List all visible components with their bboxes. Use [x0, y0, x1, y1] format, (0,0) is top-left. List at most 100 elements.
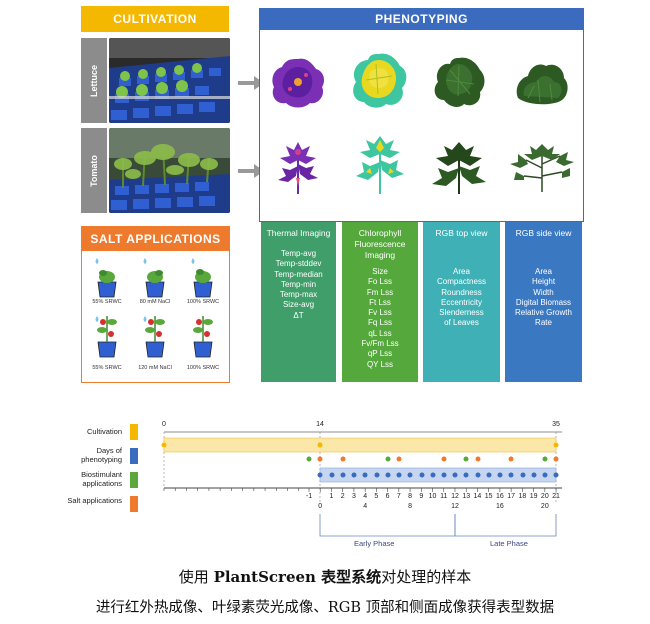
metric-item: Rate [535, 318, 552, 328]
metric-item: Fm Lss [366, 287, 394, 297]
metric-item: Size [372, 267, 388, 276]
tomato-cultivation-photo [109, 128, 230, 213]
bottom-tick-bold: 0 [318, 503, 323, 510]
salt-dots [317, 456, 559, 462]
bottom-tick: 18 [518, 493, 527, 500]
bottom-tick: 11 [440, 493, 448, 500]
top-tick-35: 35 [552, 421, 560, 428]
bottom-tick: 16 [496, 493, 504, 500]
salt-header: SALT APPLICATIONS [81, 226, 230, 251]
tomato-thermal-image [278, 142, 318, 194]
metric-item: Temp-median [274, 269, 323, 279]
metric-item: of Leaves [444, 318, 479, 328]
column-rgb-top-view: RGB top view Area Compactness Roundness … [423, 222, 500, 382]
column-rgb-side-view: RGB side view Area Height Width Digital … [505, 222, 582, 382]
metric-item: Temp-avg [280, 249, 317, 258]
top-tick-14: 14 [316, 421, 324, 428]
phenotyping-dots [317, 472, 559, 478]
top-tick-0: 0 [162, 421, 166, 428]
metric-item: Digital Biomass [515, 297, 572, 307]
metric-item: Height [531, 277, 556, 287]
metric-item: Area [535, 267, 552, 276]
bottom-tick-bold: 16 [496, 503, 504, 510]
phenotyping-header: PHENOTYPING [259, 8, 584, 30]
bottom-tick: 2 [340, 493, 345, 500]
metric-item: Fv/Fm Lss [361, 339, 399, 349]
salt-label-5: 120 mM NaCl [138, 365, 172, 371]
timeline-chart [161, 431, 562, 537]
bottom-tick: 19 [529, 493, 538, 500]
bottom-tick-bold: 8 [408, 503, 413, 510]
metric-item: Fo Lss [367, 277, 392, 287]
lettuce-rgb-side-image [516, 64, 568, 105]
metric-item: Temp-stddev [275, 259, 322, 269]
bottom-tick-bold: 20 [540, 503, 549, 510]
bottom-tick: 21 [552, 493, 560, 500]
tomato-chlorophyll-image [356, 136, 404, 194]
salt-label-1: 55% SRWC [92, 299, 122, 305]
salt-title: SALT APPLICATIONS [90, 231, 221, 246]
bottom-tick: 17 [507, 493, 516, 500]
bottom-tick: 13 [462, 493, 471, 500]
bottom-tick: 1 [329, 493, 334, 500]
metric-item: QY Lss [366, 359, 394, 369]
phase-late: Late Phase [490, 539, 528, 548]
metric-item: Ft Lss [369, 297, 391, 307]
metric-item: Roundness [441, 287, 482, 297]
tomato-rgb-top-image [432, 142, 486, 194]
cultivation-header: CULTIVATION [81, 6, 229, 32]
column-title-thermal: Thermal Imaging [266, 228, 331, 238]
salt-label-2: 80 mM NaCl [139, 299, 171, 305]
bottom-tick: 9 [419, 493, 424, 500]
row-label-lettuce: Lettuce [81, 38, 107, 123]
timeline-label-salt: Salt applications [67, 496, 122, 505]
bottom-tick: 8 [408, 493, 413, 500]
caption-line-1: 使用 PlantScreen 表型系统对处理的样本 [178, 568, 472, 586]
metric-item: Eccentricity [441, 297, 482, 307]
lettuce-cultivation-photo [109, 38, 230, 123]
biostimulant-dots [306, 456, 548, 462]
timeline-legend-swatches [130, 424, 138, 512]
bottom-tick: 3 [351, 493, 356, 500]
metric-item: Width [533, 287, 554, 297]
caption-line-2: 进行红外热成像、叶绿素荧光成像、RGB 顶部和侧面成像获得表型数据 [95, 600, 555, 616]
bottom-tick: 5 [374, 493, 379, 500]
row-label-tomato: Tomato [81, 128, 107, 213]
column-chlorophyll-imaging: Chlorophyll Fluorescence Imaging Size Fo… [342, 222, 418, 382]
metric-item: qP Lss [367, 349, 393, 359]
metric-item: Slenderness [439, 308, 484, 318]
bottom-tick: 4 [363, 493, 368, 500]
metric-item: qL Lss [368, 328, 392, 338]
bottom-tick-bold: 12 [451, 503, 459, 510]
phenotyping-title: PHENOTYPING [375, 12, 468, 26]
column-title-rgb-side: RGB side view [515, 228, 572, 238]
salt-label-4: 55% SRWC [92, 365, 122, 371]
lettuce-chlorophyll-image [353, 53, 407, 108]
column-title-rgb-top: RGB top view [435, 228, 488, 238]
column-title-chlorophyll: Chlorophyll Fluorescence Imaging [354, 228, 406, 260]
metric-item: Size-avg [282, 300, 315, 310]
metric-item: Temp-min [280, 279, 317, 289]
metric-item: Fq Lss [367, 318, 392, 328]
metric-item: Compactness [437, 277, 486, 287]
bottom-tick-bold: 4 [363, 503, 368, 510]
bottom-tick: 12 [451, 493, 459, 500]
salt-label-6: 100% SRWC [186, 365, 220, 371]
phenotyping-panel [259, 8, 584, 222]
metric-item: Relative Growth [515, 308, 572, 318]
metric-item: Fv Lss [368, 308, 392, 318]
tomato-rgb-side-image [510, 144, 574, 192]
phase-early: Early Phase [354, 539, 395, 548]
salt-pots-illustration [95, 258, 213, 358]
metric-item: Temp-max [279, 290, 318, 300]
bottom-tick: 10 [428, 493, 437, 500]
bottom-tick: 15 [484, 493, 493, 500]
column-thermal-imaging: Thermal Imaging Temp-avg Temp-stddev Tem… [261, 222, 336, 382]
timeline-label-cultivation: Cultivation [86, 427, 122, 436]
bottom-tick: -1 [305, 493, 313, 500]
lettuce-thermal-image [272, 58, 324, 108]
bottom-tick: 20 [540, 493, 549, 500]
lettuce-rgb-top-image [434, 57, 485, 107]
timeline-label-phenotyping: Days of phenotyping [81, 446, 122, 464]
metric-item: ΔT [293, 310, 304, 320]
